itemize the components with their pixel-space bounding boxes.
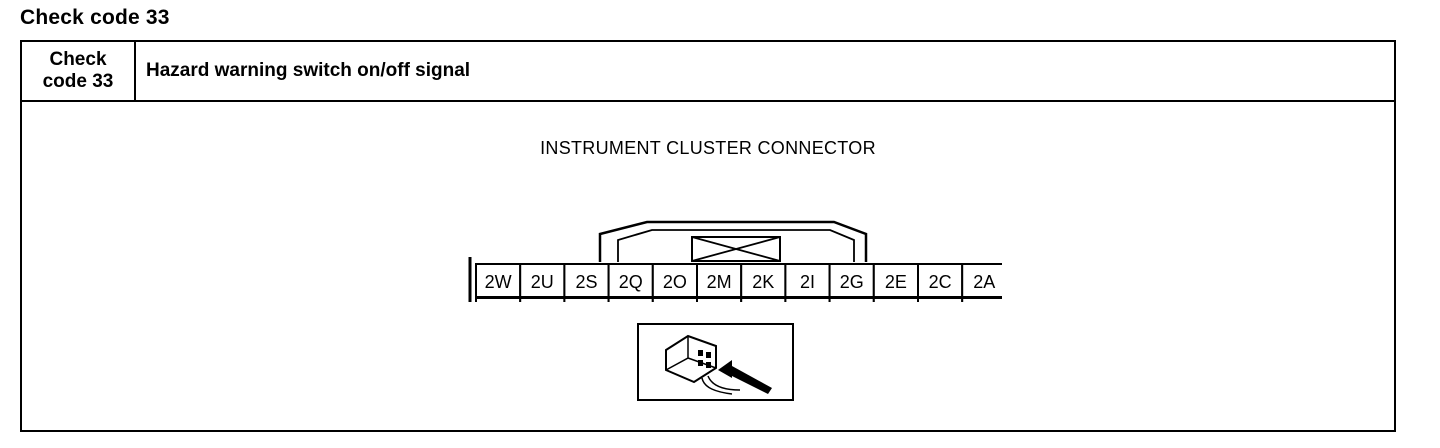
connector-pin-label: 2E (885, 272, 907, 292)
connector-pin-label: 2S (575, 272, 597, 292)
connector-pin-label: 2G (840, 272, 864, 292)
connector-pin-label: 2K (752, 272, 774, 292)
connector-pin-cell (696, 297, 743, 302)
connector-pin-cell (828, 297, 875, 302)
connector-pin-cell (917, 263, 964, 298)
connector-pin-label: 2A (973, 272, 995, 292)
code-label-line1: Check (49, 49, 107, 70)
connector-pin-label: 2W (485, 272, 512, 292)
connector-pin-cell (651, 297, 699, 302)
connector-pin-cell (872, 263, 919, 298)
connector-pin-cell (563, 297, 610, 302)
instrument-cluster-connector-diagram: 2W2U2S2Q2O2M2K2I2G2E2C2A2X2V2T2R2P2N2L2J… (468, 220, 1002, 302)
connector-pin-cell (740, 297, 787, 302)
connector-pin-cell (784, 297, 831, 302)
connector-pin-cell (872, 297, 919, 302)
code-cell: Check code 33 (22, 42, 136, 100)
connector-pin-cell (961, 297, 1002, 302)
connector-pin-label: 2I (800, 272, 815, 292)
connector-pin-label: 2M (707, 272, 732, 292)
connector-pin-cell (563, 263, 610, 298)
connector-pin-cell (475, 297, 522, 302)
description-cell: Hazard warning switch on/off signal (146, 60, 471, 81)
table-header-row: Check code 33 Hazard warning switch on/o… (22, 42, 1394, 102)
code-label-line2: code 33 (42, 71, 114, 92)
connector-pin-cell (696, 263, 743, 298)
check-code-table: Check code 33 Hazard warning switch on/o… (20, 40, 1396, 432)
connector-pin-cell (917, 297, 964, 302)
connector-pin-cell (475, 263, 522, 298)
connector-pin-label: 2C (929, 272, 952, 292)
connector-pin-label: 2U (531, 272, 554, 292)
page-title: Check code 33 (20, 6, 170, 29)
connector-pin-label: 2O (663, 272, 687, 292)
connector-title: INSTRUMENT CLUSTER CONNECTOR (540, 138, 876, 158)
connector-pin-label: 2Q (619, 272, 643, 292)
connector-probe-icon (637, 323, 794, 401)
connector-pin-cell (607, 297, 654, 302)
connector-pin-cell (519, 297, 566, 302)
